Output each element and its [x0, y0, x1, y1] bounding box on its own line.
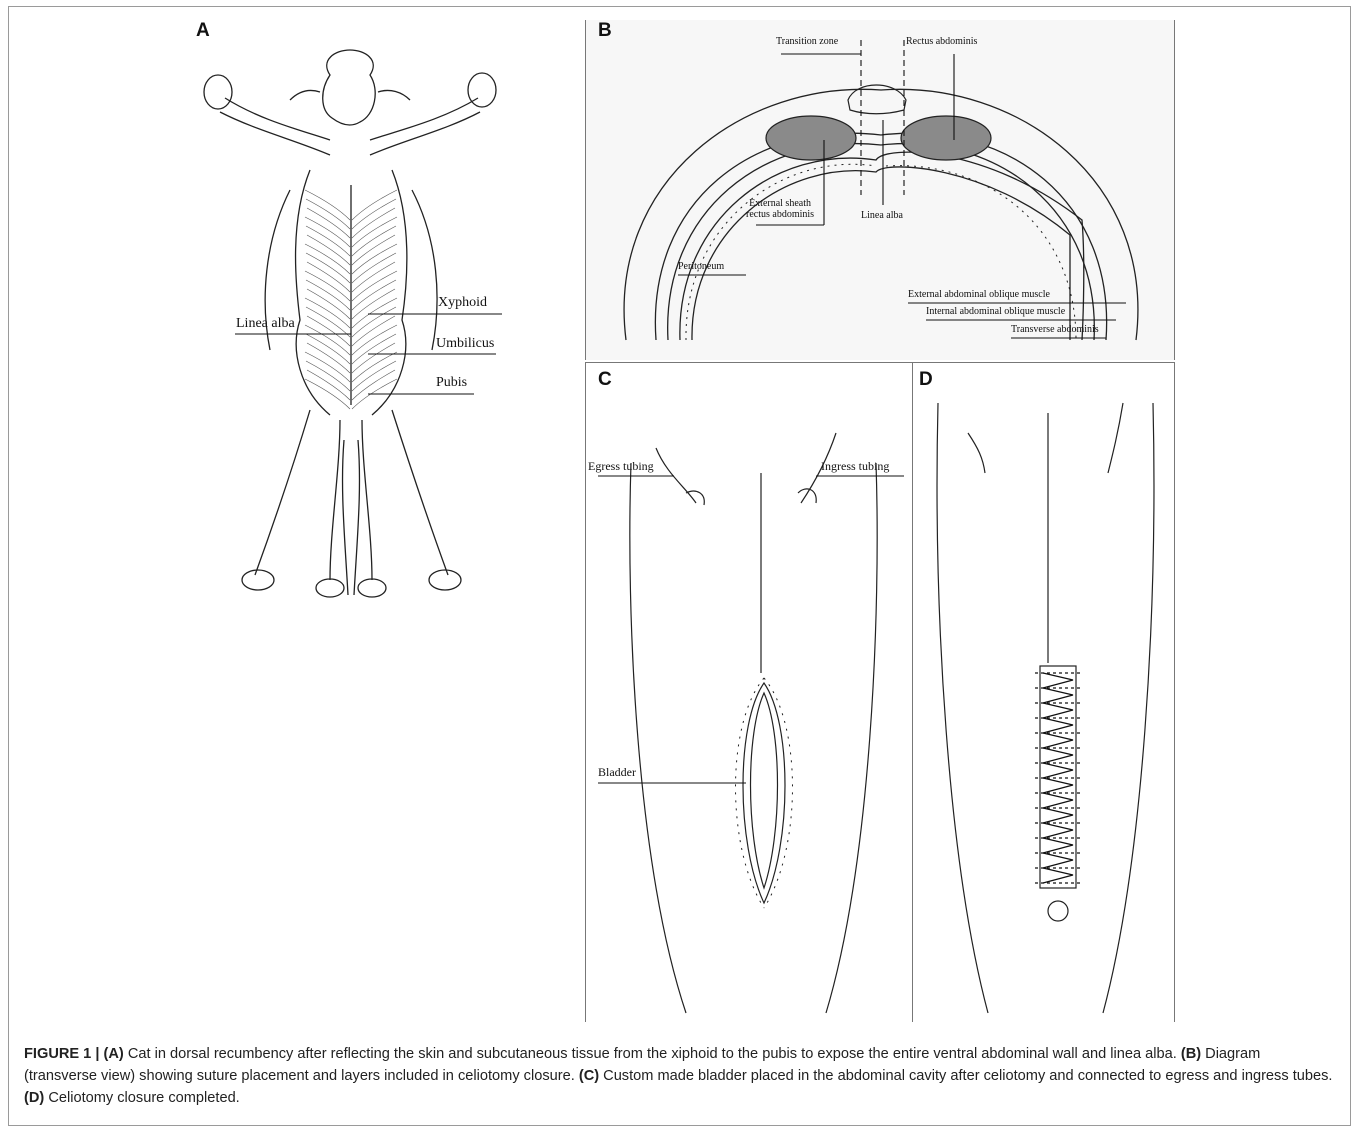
label-bladder: Bladder — [598, 765, 636, 780]
caption-d-tag: (D) — [24, 1090, 44, 1106]
panel-b: B Transition zone R — [585, 20, 1175, 360]
rectus-right — [901, 116, 991, 160]
figure-caption: FIGURE 1 | (A) Cat in dorsal recumbency … — [24, 1043, 1334, 1109]
label-ingress-tubing: Ingress tubing — [821, 459, 889, 474]
label-transition-zone: Transition zone — [776, 36, 838, 47]
caption-a-tag: (A) — [104, 1046, 124, 1062]
caption-figure-label: FIGURE 1 | — [24, 1046, 99, 1062]
label-external-sheath-line1: External sheath — [749, 198, 811, 209]
label-linea-alba-a: Linea alba — [236, 316, 295, 332]
label-rectus-abdominis: Rectus abdominis — [906, 36, 977, 47]
caption-d-text: Celiotomy closure completed. — [44, 1090, 239, 1106]
label-internal-oblique: Internal abdominal oblique muscle — [926, 306, 1065, 317]
caption-c-tag: (C) — [579, 1068, 599, 1084]
label-egress-tubing: Egress tubing — [588, 459, 654, 474]
caption-a-text: Cat in dorsal recumbency after reflectin… — [124, 1046, 1181, 1062]
label-external-oblique: External abdominal oblique muscle — [908, 289, 1050, 300]
caption-c-text: Custom made bladder placed in the abdomi… — [599, 1068, 1332, 1084]
label-external-sheath: External sheath rectus abdominis — [746, 198, 814, 220]
label-transverse: Transverse abdominis — [1011, 324, 1099, 335]
label-peritoneum: Peritoneum — [678, 261, 724, 272]
label-external-sheath-line2: rectus abdominis — [746, 209, 814, 220]
caption-b-tag: (B) — [1181, 1046, 1201, 1062]
panel-d: D — [912, 362, 1175, 1022]
panel-a: A — [180, 20, 520, 600]
label-pubis: Pubis — [436, 375, 467, 391]
transverse-diagram — [586, 20, 1176, 360]
label-umbilicus: Umbilicus — [436, 336, 494, 352]
closure-illustration — [913, 363, 1176, 1023]
label-xyphoid: Xyphoid — [438, 295, 487, 311]
panel-c: C Egress tubing Ingress tubing Bladder — [585, 362, 912, 1022]
label-linea-alba-b: Linea alba — [861, 210, 903, 221]
rectus-left — [766, 116, 856, 160]
